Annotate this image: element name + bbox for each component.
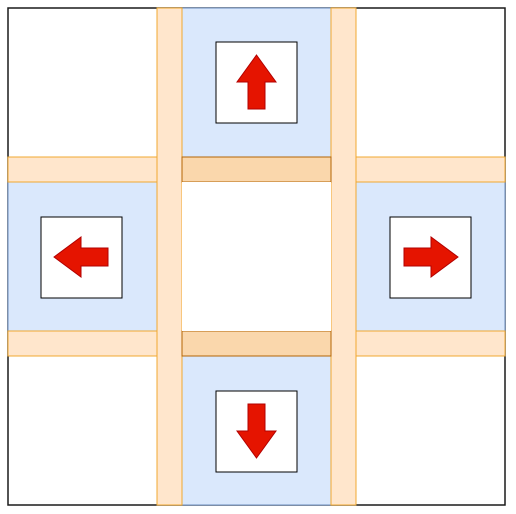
band-horizontal-bottom-left [7, 330, 158, 357]
right-arrow-button[interactable] [389, 216, 472, 299]
up-arrow-button[interactable] [215, 41, 298, 124]
left-arrow-button[interactable] [40, 216, 123, 299]
arrow-down-icon [236, 403, 277, 459]
band-horizontal-top-right [355, 156, 506, 183]
band-vertical-left [156, 7, 183, 506]
arrow-up-icon [236, 54, 277, 110]
band-horizontal-bottom-right [355, 330, 506, 357]
band-center-bottom [181, 330, 332, 357]
band-horizontal-top-left [7, 156, 158, 183]
band-vertical-right [330, 7, 357, 506]
cell-center [182, 182, 331, 331]
arrow-right-icon [403, 236, 459, 278]
band-center-top [181, 156, 332, 183]
arrow-left-icon [53, 236, 109, 278]
down-arrow-button[interactable] [215, 390, 298, 473]
